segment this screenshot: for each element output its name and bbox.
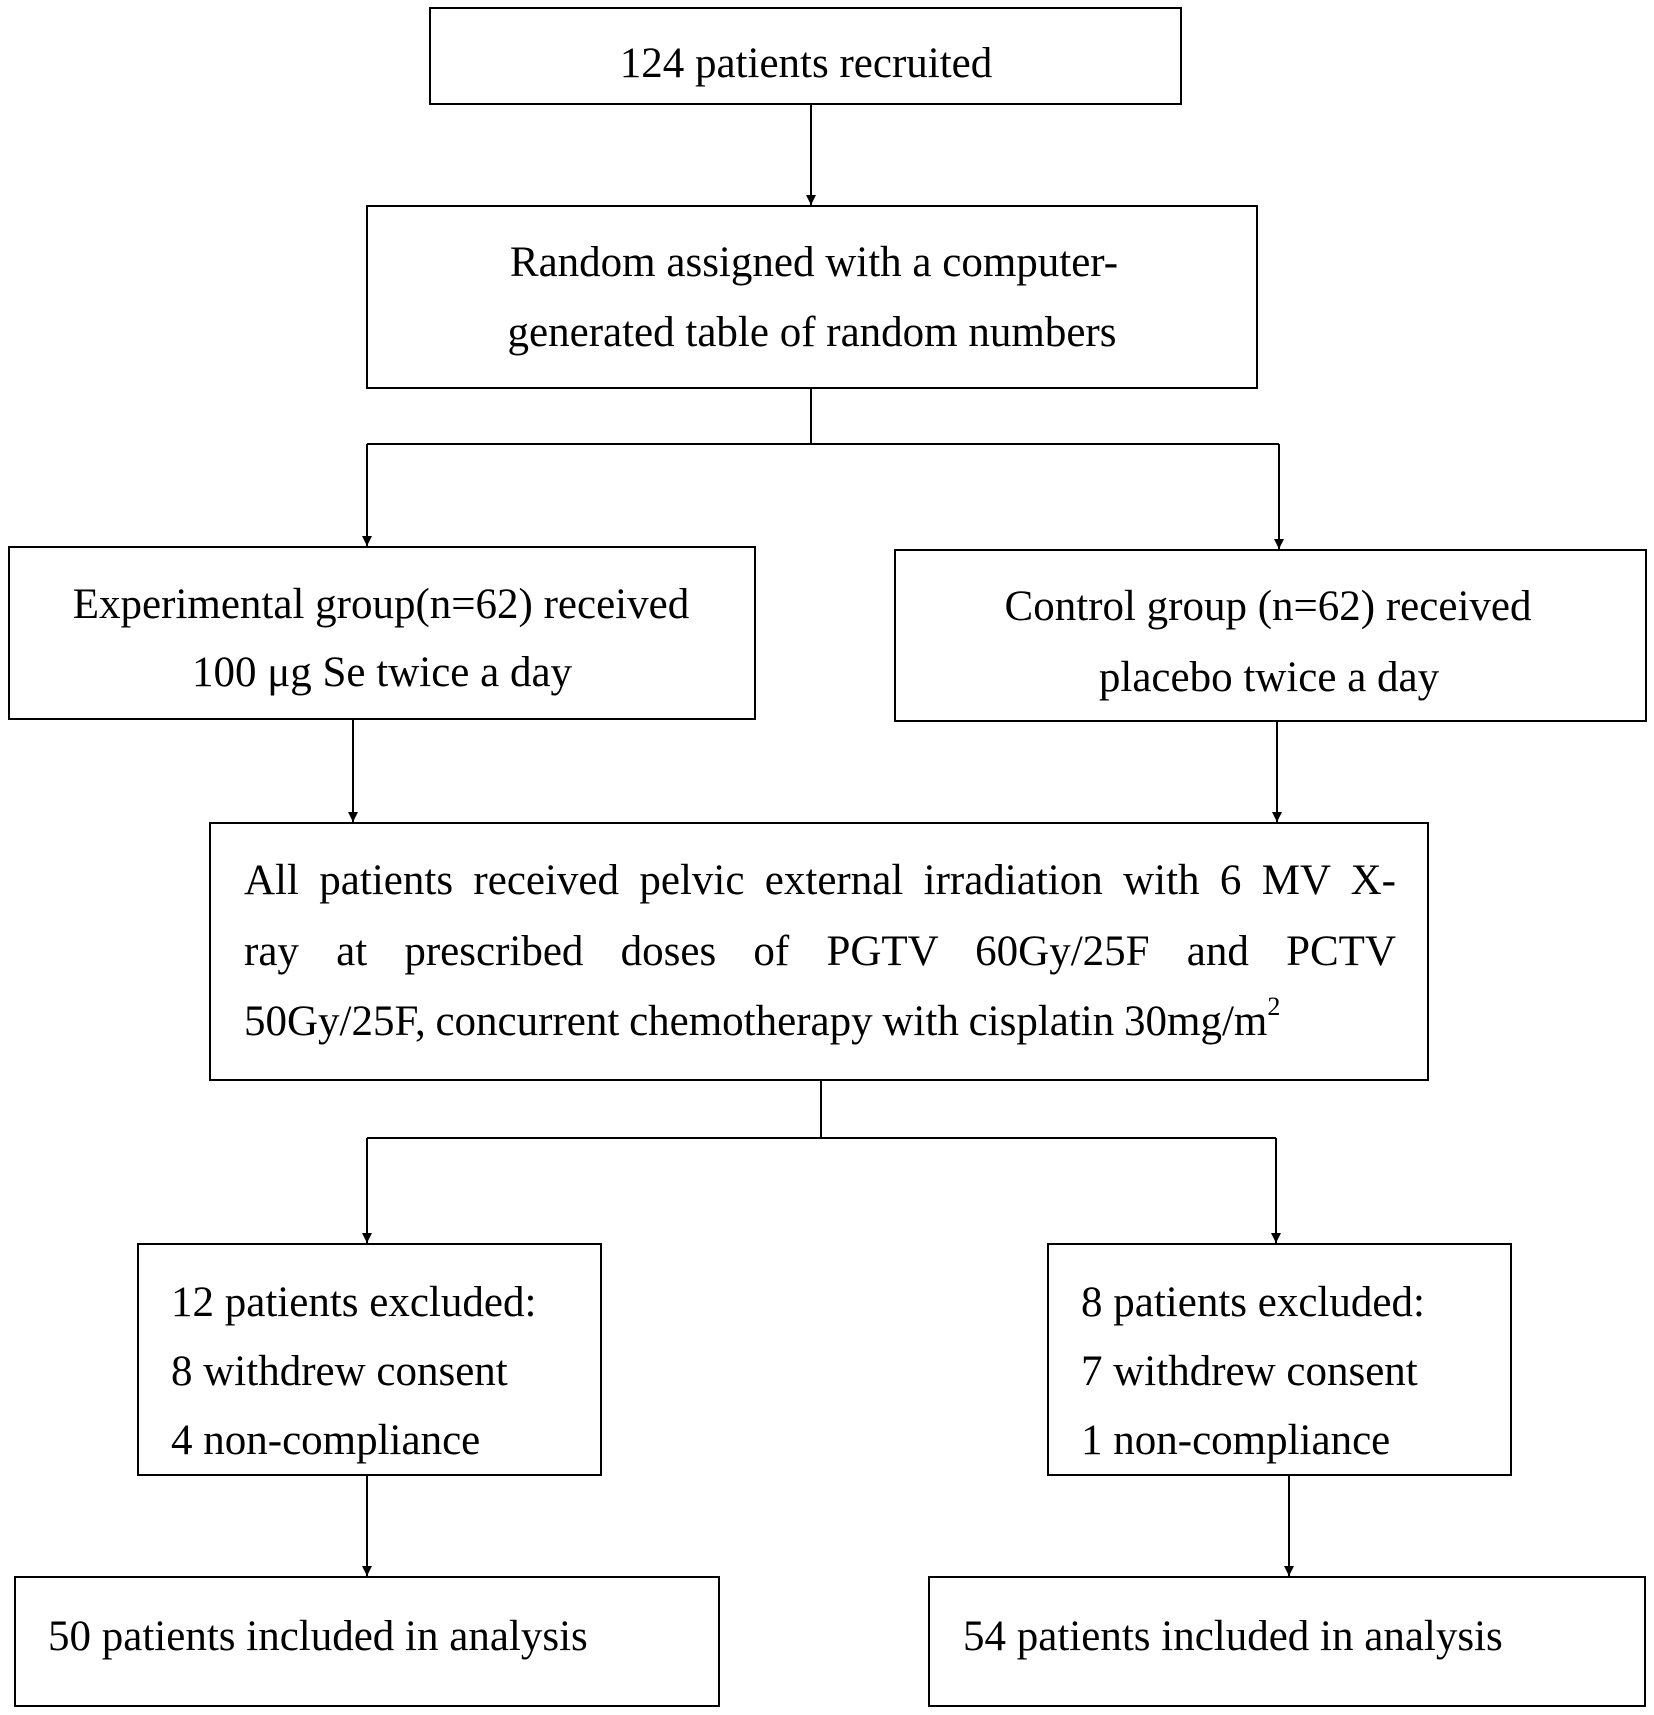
control-group-line-2: placebo twice a day xyxy=(1098,654,1440,701)
treatment-box xyxy=(209,822,1429,1081)
treatment-line-3-text: 50Gy/25F, concurrent chemotherapy with c… xyxy=(244,998,1268,1045)
treatment-line-3: 50Gy/25F, concurrent chemotherapy with c… xyxy=(244,994,1280,1045)
treatment-line-1: All patients received pelvic external ir… xyxy=(244,857,1396,904)
experimental-excluded-line-3: 4 non-compliance xyxy=(171,1417,481,1464)
control-excluded-box xyxy=(1047,1243,1512,1476)
randomization-line-2: generated table of random numbers xyxy=(507,309,1117,356)
randomization-line-1: Random assigned with a computer- xyxy=(509,239,1119,286)
control-excluded-line-3: 1 non-compliance xyxy=(1081,1417,1391,1464)
experimental-group-line-1: Experimental group(n=62) received xyxy=(72,581,690,628)
control-analysis-text: 54 patients included in analysis xyxy=(963,1613,1503,1660)
experimental-analysis-box xyxy=(14,1576,720,1707)
treatment-superscript: 2 xyxy=(1267,992,1281,1021)
experimental-excluded-line-2: 8 withdrew consent xyxy=(171,1348,508,1395)
control-excluded-line-2: 7 withdrew consent xyxy=(1081,1348,1418,1395)
experimental-analysis-text: 50 patients included in analysis xyxy=(48,1613,588,1660)
randomization-box xyxy=(366,205,1258,389)
recruited-box xyxy=(429,7,1182,105)
recruited-text: 124 patients recruited xyxy=(619,40,993,87)
control-group-line-1: Control group (n=62) received xyxy=(1004,583,1532,630)
control-excluded-line-1: 8 patients excluded: xyxy=(1081,1279,1425,1326)
experimental-excluded-box xyxy=(137,1243,602,1476)
control-group-box xyxy=(894,549,1647,722)
experimental-group-box xyxy=(8,546,756,720)
experimental-group-line-2: 100 μg Se twice a day xyxy=(191,649,573,696)
experimental-excluded-line-1: 12 patients excluded: xyxy=(171,1279,537,1326)
control-analysis-box xyxy=(928,1576,1646,1707)
treatment-line-2: ray at prescribed doses of PGTV 60Gy/25F… xyxy=(244,928,1396,975)
